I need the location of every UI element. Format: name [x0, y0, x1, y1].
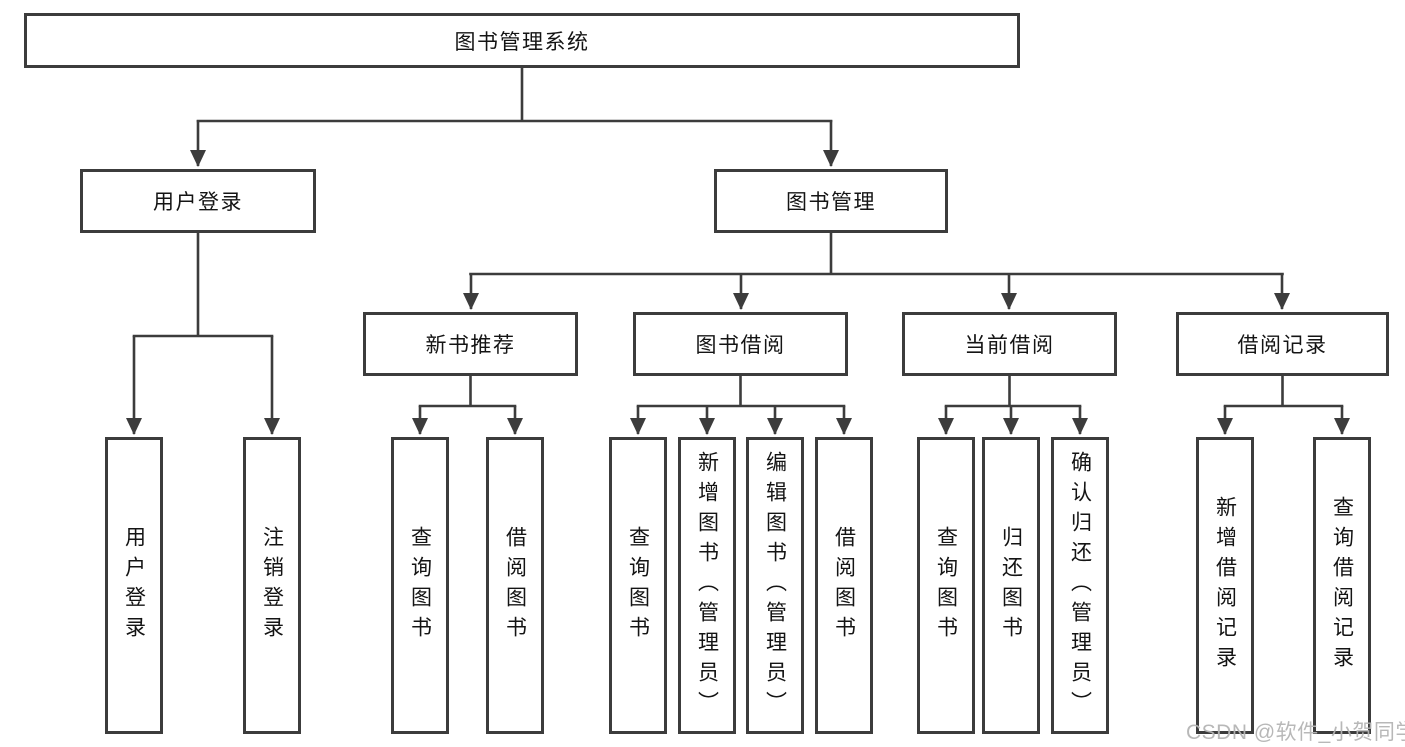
- node-root: 图书管理系统: [24, 13, 1020, 68]
- leaf-edit-books-admin: 编辑图书（管理员）: [746, 437, 804, 734]
- node-new-book-recommend: 新书推荐: [363, 312, 578, 376]
- leaf-logout-label: 注销登录: [260, 525, 284, 646]
- node-user-login: 用户登录: [80, 169, 316, 233]
- csdn-watermark: CSDN @软件_小贺同学: [1186, 721, 1405, 744]
- leaf-query-books-current: 查询图书: [917, 437, 975, 734]
- leaf-query-books-borrow-label: 查询图书: [626, 525, 650, 646]
- node-current-borrow: 当前借阅: [902, 312, 1117, 376]
- leaf-query-books-current-label: 查询图书: [934, 525, 958, 646]
- leaf-borrow-books-recommend: 借阅图书: [486, 437, 544, 734]
- leaf-borrow-books: 借阅图书: [815, 437, 873, 734]
- leaf-return-books-label: 归还图书: [999, 525, 1023, 646]
- leaf-query-books-borrow: 查询图书: [609, 437, 667, 734]
- leaf-query-books-recommend: 查询图书: [391, 437, 449, 734]
- node-book-management: 图书管理: [714, 169, 948, 233]
- leaf-borrow-books-recommend-label: 借阅图书: [503, 525, 527, 646]
- leaf-return-books: 归还图书: [982, 437, 1040, 734]
- leaf-query-borrow-record: 查询借阅记录: [1313, 437, 1371, 734]
- leaf-edit-books-admin-label: 编辑图书（管理员）: [763, 450, 787, 721]
- leaf-logout: 注销登录: [243, 437, 301, 734]
- leaf-confirm-return-admin-label: 确认归还（管理员）: [1068, 450, 1092, 721]
- leaf-query-books-recommend-label: 查询图书: [408, 525, 432, 646]
- node-borrow-records: 借阅记录: [1176, 312, 1389, 376]
- leaf-add-books-admin: 新增图书（管理员）: [678, 437, 736, 734]
- leaf-confirm-return-admin: 确认归还（管理员）: [1051, 437, 1109, 734]
- leaf-user-login: 用户登录: [105, 437, 163, 734]
- leaf-add-borrow-record-label: 新增借阅记录: [1213, 495, 1237, 676]
- leaf-query-borrow-record-label: 查询借阅记录: [1330, 495, 1354, 676]
- leaf-user-login-label: 用户登录: [122, 525, 146, 646]
- leaf-add-books-admin-label: 新增图书（管理员）: [695, 450, 719, 721]
- leaf-add-borrow-record: 新增借阅记录: [1196, 437, 1254, 734]
- node-book-borrow: 图书借阅: [633, 312, 848, 376]
- leaf-borrow-books-label: 借阅图书: [832, 525, 856, 646]
